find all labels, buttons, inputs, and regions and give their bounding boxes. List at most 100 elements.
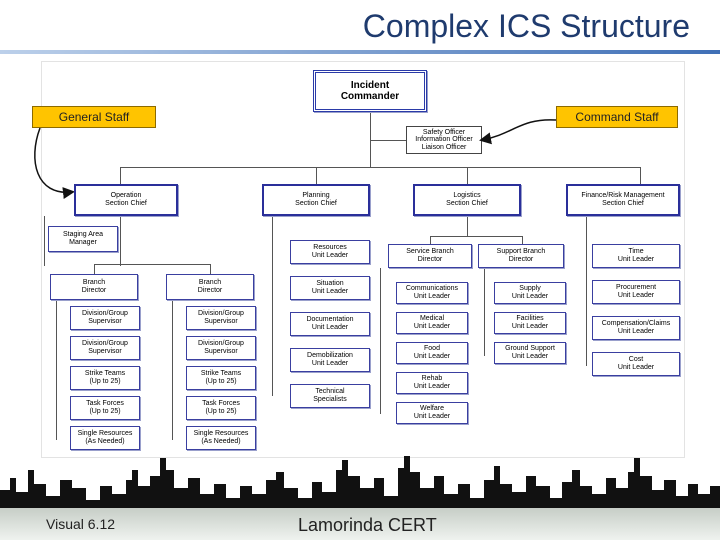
logistics-line2: Section Chief bbox=[446, 200, 488, 207]
connector-ops-down bbox=[120, 216, 121, 266]
liaison-officer: Liaison Officer bbox=[421, 143, 467, 151]
operations-section-chief[interactable]: Operation Section Chief bbox=[74, 184, 178, 216]
organization-name: Lamorinda CERT bbox=[298, 515, 437, 535]
support-branch-director[interactable]: Support Branch Director bbox=[478, 244, 564, 268]
connector-right-units-spine bbox=[172, 300, 173, 440]
ops-left-unit-3[interactable]: Strike Teams(Up to 25) bbox=[70, 366, 140, 390]
service-unit-2-line2: Unit Leader bbox=[413, 323, 451, 330]
information-officer: Information Officer bbox=[415, 136, 473, 144]
finance-unit-4-line1: Cost bbox=[628, 356, 644, 363]
ops-left-unit-4-line2: (Up to 25) bbox=[89, 408, 121, 415]
safety-officer: Safety Officer bbox=[422, 128, 466, 136]
finance-section-chief[interactable]: Finance/Risk Management Section Chief bbox=[566, 184, 680, 216]
incident-commander-line1: Incident bbox=[350, 80, 390, 91]
ops-right-unit-3-line2: (Up to 25) bbox=[205, 378, 237, 385]
connector-fin-drop bbox=[640, 167, 641, 185]
logistics-section-chief[interactable]: Logistics Section Chief bbox=[413, 184, 521, 216]
ops-left-unit-5-line2: (As Needed) bbox=[85, 438, 125, 445]
planning-unit-5-line2: Specialists bbox=[313, 396, 347, 403]
connector-ops-spine bbox=[44, 216, 45, 266]
planning-unit-4-line1: Demobilization bbox=[307, 352, 353, 359]
service-unit-5-line2: Unit Leader bbox=[413, 413, 451, 420]
connector-ic-down bbox=[370, 111, 371, 167]
branch-director-left[interactable]: Branch Director bbox=[50, 274, 138, 300]
connector-branch-right-drop bbox=[210, 264, 211, 274]
branch-director-right[interactable]: Branch Director bbox=[166, 274, 254, 300]
service-unit-4-line2: Unit Leader bbox=[413, 383, 451, 390]
planning-section-chief[interactable]: Planning Section Chief bbox=[262, 184, 370, 216]
incident-commander-box[interactable]: Incident Commander bbox=[313, 70, 427, 112]
connector-plan-drop bbox=[316, 167, 317, 185]
ops-right-unit-3[interactable]: Strike Teams(Up to 25) bbox=[186, 366, 256, 390]
ops-right-unit-2-line2: Supervisor bbox=[204, 348, 238, 355]
connector-branch-left-drop bbox=[94, 264, 95, 274]
finance-unit-1-line2: Unit Leader bbox=[617, 256, 655, 263]
staging-line1: Staging Area bbox=[62, 231, 104, 238]
ops-right-unit-5-line2: (As Needed) bbox=[201, 438, 241, 445]
connector-support-drop bbox=[522, 236, 523, 244]
connector-fin-spine bbox=[586, 216, 587, 366]
logistics-line1: Logistics bbox=[453, 192, 481, 199]
ops-left-unit-1-line1: Division/Group bbox=[82, 310, 128, 317]
ops-right-unit-3-line1: Strike Teams bbox=[200, 370, 242, 377]
planning-unit-3-line1: Documentation bbox=[306, 316, 354, 323]
planning-unit-3-line2: Unit Leader bbox=[311, 324, 349, 331]
ops-right-unit-4[interactable]: Task Forces(Up to 25) bbox=[186, 396, 256, 420]
service-branch-director[interactable]: Service Branch Director bbox=[388, 244, 472, 268]
finance-unit-3-line2: Unit Leader bbox=[617, 328, 655, 335]
connector-plan-spine bbox=[272, 216, 273, 396]
ops-right-unit-2-line1: Division/Group bbox=[198, 340, 244, 347]
planning-unit-2-line1: Situation bbox=[316, 280, 344, 287]
ops-right-unit-1-line2: Supervisor bbox=[204, 318, 238, 325]
support-unit-3-line2: Unit Leader bbox=[511, 353, 549, 360]
visual-number: Visual 6.12 bbox=[46, 516, 116, 532]
support-unit-3-line1: Ground Support bbox=[505, 345, 555, 352]
ops-left-unit-4-line1: Task Forces bbox=[86, 400, 124, 407]
ops-right-unit-5-line1: Single Resources bbox=[193, 430, 249, 437]
ops-left-unit-1-line2: Supervisor bbox=[88, 318, 122, 325]
staging-area-manager[interactable]: Staging Area Manager bbox=[48, 226, 118, 252]
general-staff-arrow bbox=[34, 127, 75, 199]
connector-sections-horizontal bbox=[120, 167, 640, 168]
connector-support-spine bbox=[484, 268, 485, 356]
ops-left-unit-3-line2: (Up to 25) bbox=[89, 378, 121, 385]
service-unit-5-line1: Welfare bbox=[420, 405, 444, 412]
connector-command-staff bbox=[370, 140, 406, 141]
general-staff-callout: General Staff bbox=[32, 106, 156, 128]
service-unit-1-line1: Communications bbox=[405, 285, 459, 292]
command-staff-box[interactable]: Safety Officer Information Officer Liais… bbox=[406, 126, 482, 154]
ops-left-unit-5[interactable]: Single Resources(As Needed) bbox=[70, 426, 140, 450]
service-branch-line2: Director bbox=[417, 256, 443, 263]
support-unit-1-line1: Supply bbox=[519, 285, 541, 292]
finance-unit-1-line1: Time bbox=[628, 248, 644, 255]
service-unit-2-line1: Medical bbox=[419, 315, 445, 322]
support-branch-line1: Support Branch bbox=[496, 248, 546, 255]
ops-left-unit-4[interactable]: Task Forces(Up to 25) bbox=[70, 396, 140, 420]
planning-line1: Planning bbox=[302, 192, 330, 199]
planning-unit-4-line2: Unit Leader bbox=[311, 360, 349, 367]
ops-right-unit-5[interactable]: Single Resources(As Needed) bbox=[186, 426, 256, 450]
